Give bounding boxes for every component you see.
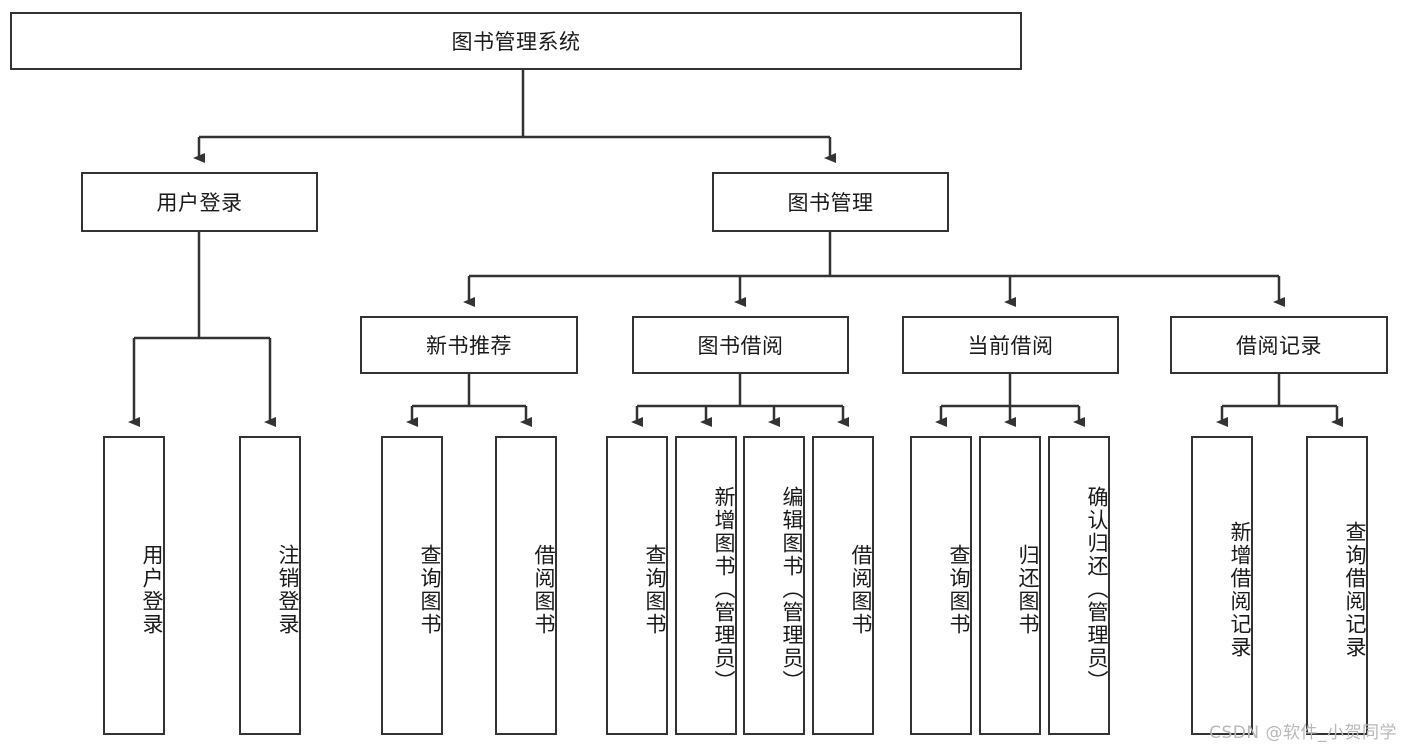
- node-book-manage-label: 图书管理: [787, 191, 874, 215]
- node-leaf-query-book-3[interactable]: 查询图书: [910, 436, 972, 735]
- node-book-borrow[interactable]: 图书借阅: [632, 316, 849, 374]
- node-root[interactable]: 图书管理系统: [10, 12, 1022, 70]
- node-leaf-user-login-label: 用户登录: [140, 543, 164, 636]
- node-leaf-borrow-book-2[interactable]: 借阅图书: [812, 436, 874, 735]
- node-root-label: 图书管理系统: [451, 30, 581, 54]
- node-leaf-confirm-return[interactable]: 确认归还（管理员）: [1048, 436, 1110, 735]
- node-current-borrow[interactable]: 当前借阅: [902, 316, 1119, 374]
- node-leaf-query-book-2-label: 查询图书: [643, 543, 667, 636]
- node-leaf-user-login[interactable]: 用户登录: [103, 436, 165, 735]
- node-book-manage[interactable]: 图书管理: [712, 172, 949, 232]
- node-user-login-label: 用户登录: [156, 191, 243, 215]
- node-leaf-return-book[interactable]: 归还图书: [979, 436, 1041, 735]
- node-borrow-record[interactable]: 借阅记录: [1170, 316, 1388, 374]
- node-leaf-query-book-3-label: 查询图书: [947, 543, 971, 636]
- node-leaf-logout-login[interactable]: 注销登录: [239, 436, 301, 735]
- node-leaf-query-book-1[interactable]: 查询图书: [381, 436, 443, 735]
- node-leaf-add-book-label: 新增图书（管理员）: [712, 486, 736, 693]
- node-leaf-edit-book-label: 编辑图书（管理员）: [780, 486, 804, 693]
- node-leaf-borrow-book-2-label: 借阅图书: [849, 543, 873, 636]
- node-leaf-return-book-label: 归还图书: [1016, 543, 1040, 636]
- node-leaf-logout-login-label: 注销登录: [276, 543, 300, 636]
- node-current-borrow-label: 当前借阅: [967, 334, 1054, 358]
- node-leaf-borrow-book-1-label: 借阅图书: [532, 543, 556, 636]
- node-user-login[interactable]: 用户登录: [81, 172, 318, 232]
- node-leaf-edit-book[interactable]: 编辑图书（管理员）: [743, 436, 805, 735]
- node-book-borrow-label: 图书借阅: [697, 334, 784, 358]
- node-new-book-recommend[interactable]: 新书推荐: [360, 316, 578, 374]
- node-leaf-query-record-label: 查询借阅记录: [1343, 520, 1367, 659]
- node-leaf-add-book[interactable]: 新增图书（管理员）: [675, 436, 737, 735]
- node-borrow-record-label: 借阅记录: [1236, 334, 1322, 358]
- watermark: CSDN @软件_小贺同学: [1209, 723, 1397, 743]
- node-leaf-add-record[interactable]: 新增借阅记录: [1191, 436, 1253, 735]
- node-leaf-query-record[interactable]: 查询借阅记录: [1306, 436, 1368, 735]
- node-leaf-borrow-book-1[interactable]: 借阅图书: [495, 436, 557, 735]
- node-new-book-recommend-label: 新书推荐: [426, 334, 512, 358]
- node-leaf-query-book-2[interactable]: 查询图书: [606, 436, 668, 735]
- node-leaf-add-record-label: 新增借阅记录: [1228, 520, 1252, 659]
- node-leaf-query-book-1-label: 查询图书: [418, 543, 442, 636]
- node-leaf-confirm-return-label: 确认归还（管理员）: [1085, 486, 1109, 693]
